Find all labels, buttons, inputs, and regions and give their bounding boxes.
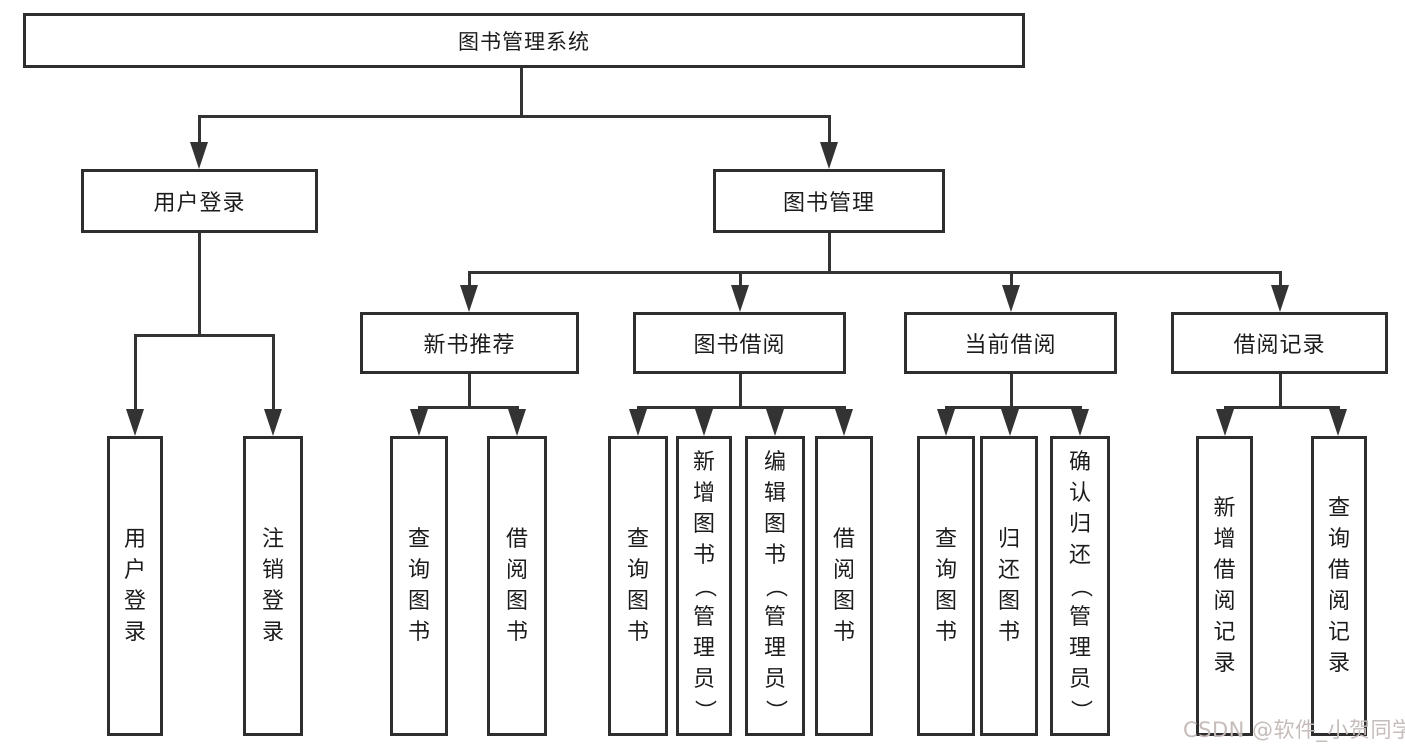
leaf-label: 编辑图书（管理员） (762, 449, 788, 722)
node-user-login: 用户登录 (81, 169, 318, 233)
connector-line (418, 406, 519, 409)
connector-line (468, 374, 471, 409)
connector-line (198, 233, 201, 337)
arrowhead-icon (410, 409, 428, 436)
arrowhead-icon (1071, 409, 1089, 436)
arrowhead-icon (460, 285, 478, 312)
connector-line (198, 115, 831, 118)
arrowhead-icon (835, 409, 853, 436)
arrowhead-icon (629, 409, 647, 436)
node-book-borrowing-label: 图书借阅 (693, 333, 786, 358)
leaf-label: 新增图书（管理员） (691, 449, 717, 722)
leaf-label: 借阅图书 (832, 527, 855, 645)
node-root: 图书管理系统 (23, 13, 1025, 68)
leaf-edit-books-admin: 编辑图书（管理员） (745, 436, 805, 736)
connector-line (637, 406, 846, 409)
arrowhead-icon (190, 142, 208, 169)
connector-line (272, 334, 275, 414)
node-book-borrowing: 图书借阅 (633, 312, 846, 374)
leaf-label: 查询图书 (934, 527, 957, 645)
connector-line (468, 271, 1282, 274)
arrowhead-icon (126, 409, 144, 436)
connector-line (739, 271, 742, 293)
leaf-label: 注销登录 (261, 527, 284, 645)
leaf-query-borrow-record: 查询借阅记录 (1311, 436, 1367, 736)
node-book-management: 图书管理 (713, 169, 945, 233)
connector-line (468, 271, 471, 293)
leaf-label: 查询图书 (626, 527, 649, 645)
connector-line (134, 334, 137, 414)
arrowhead-icon (1002, 285, 1020, 312)
leaf-borrow-books-recommend: 借阅图书 (487, 436, 547, 736)
arrowhead-icon (1329, 409, 1347, 436)
node-new-book-recommend-label: 新书推荐 (423, 333, 516, 358)
connector-line (198, 115, 201, 147)
connector-line (1224, 406, 1340, 409)
connector-line (1279, 271, 1282, 293)
node-new-book-recommend: 新书推荐 (360, 312, 579, 374)
leaf-user-login: 用户登录 (107, 436, 163, 736)
leaf-label: 新增借阅记录 (1213, 496, 1236, 676)
arrowhead-icon (695, 409, 713, 436)
arrowhead-icon (820, 142, 838, 169)
node-user-login-label: 用户登录 (153, 191, 246, 216)
leaf-label: 查询借阅记录 (1327, 496, 1350, 676)
leaf-label: 归还图书 (997, 527, 1020, 645)
connector-line (739, 374, 742, 409)
leaf-borrow-books-borrowing: 借阅图书 (815, 436, 873, 736)
node-book-management-label: 图书管理 (782, 191, 875, 216)
leaf-label: 借阅图书 (505, 527, 528, 645)
arrowhead-icon (1216, 409, 1234, 436)
leaf-query-books-current: 查询图书 (917, 436, 975, 736)
connector-line (1010, 271, 1013, 293)
connector-line (945, 406, 1082, 409)
connector-line (134, 334, 275, 337)
connector-line (1010, 374, 1013, 409)
leaf-confirm-return-admin: 确认归还（管理员） (1050, 436, 1110, 736)
connector-line (828, 115, 831, 147)
arrowhead-icon (766, 409, 784, 436)
arrowhead-icon (731, 285, 749, 312)
arrowhead-icon (264, 409, 282, 436)
arrowhead-icon (937, 409, 955, 436)
leaf-label: 确认归还（管理员） (1067, 449, 1093, 722)
leaf-query-books-recommend: 查询图书 (390, 436, 448, 736)
node-root-label: 图书管理系统 (458, 29, 590, 54)
node-borrowing-records-label: 借阅记录 (1233, 333, 1326, 358)
connector-line (520, 67, 523, 118)
connector-line (1279, 374, 1282, 409)
arrowhead-icon (1271, 285, 1289, 312)
watermark: CSDN @软件_小贺同学 (1183, 718, 1405, 742)
node-current-borrowing-label: 当前借阅 (964, 333, 1057, 358)
leaf-add-books-admin: 新增图书（管理员） (676, 436, 732, 736)
arrowhead-icon (508, 409, 526, 436)
leaf-label: 查询图书 (407, 527, 430, 645)
leaf-label: 用户登录 (123, 527, 146, 645)
leaf-return-books: 归还图书 (980, 436, 1038, 736)
node-borrowing-records: 借阅记录 (1171, 312, 1388, 374)
leaf-add-borrow-record: 新增借阅记录 (1196, 436, 1253, 736)
arrowhead-icon (1001, 409, 1019, 436)
connector-line (828, 233, 831, 274)
leaf-query-books-borrowing: 查询图书 (608, 436, 668, 736)
node-current-borrowing: 当前借阅 (904, 312, 1117, 374)
leaf-logout: 注销登录 (243, 436, 303, 736)
